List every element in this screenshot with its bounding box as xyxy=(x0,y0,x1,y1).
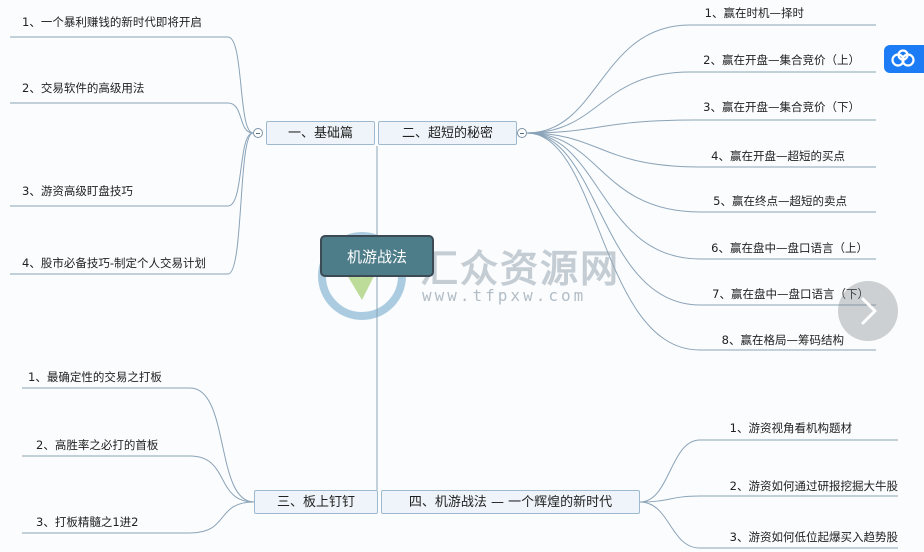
secrets-connector-3 xyxy=(526,119,876,134)
limit-item-3[interactable]: 3、打板精髓之1进2 xyxy=(36,515,139,529)
secrets-connector-5 xyxy=(526,132,876,213)
era-item-2[interactable]: 2、游资如何通过研报挖掘大牛股 xyxy=(729,479,898,493)
watermark-brand: 汇众资源网 xyxy=(420,246,621,291)
secrets-item-5[interactable]: 5、赢在终点—超短的卖点 xyxy=(713,194,847,208)
collapse-basics-icon[interactable] xyxy=(253,128,263,138)
secrets-connector-4 xyxy=(526,132,876,168)
secrets-connector-2 xyxy=(526,71,876,134)
topic-secrets[interactable]: 二、超短的秘密 xyxy=(378,121,517,145)
limit-item-1[interactable]: 1、最确定性的交易之打板 xyxy=(28,370,162,384)
secrets-item-8[interactable]: 8、赢在格局—筹码结构 xyxy=(721,333,844,347)
central-topic[interactable]: 机游战法 xyxy=(320,235,434,277)
era-connector-3 xyxy=(639,501,898,549)
secrets-item-1[interactable]: 1、赢在时机—择时 xyxy=(704,6,804,20)
limit-connector-2 xyxy=(22,455,255,503)
basics-connector-3 xyxy=(10,132,254,207)
secrets-item-6[interactable]: 6、赢在盘中—盘口语言（上） xyxy=(711,241,868,255)
era-connector-2 xyxy=(639,495,898,503)
basics-connector-4 xyxy=(10,132,254,275)
secrets-item-3[interactable]: 3、赢在开盘—集合竞价（下） xyxy=(703,100,860,114)
topic-era[interactable]: 四、机游战法 — 一个辉煌的新时代 xyxy=(381,490,640,514)
limit-item-2[interactable]: 2、高胜率之必打的首板 xyxy=(36,438,159,452)
era-connector-1 xyxy=(639,439,898,503)
basics-item-2[interactable]: 2、交易软件的高级用法 xyxy=(22,81,145,95)
cloud-button[interactable] xyxy=(884,45,924,73)
topic-limit[interactable]: 三、板上钉钉 xyxy=(254,490,378,514)
era-item-1[interactable]: 1、游资视角看机构题材 xyxy=(729,421,852,435)
limit-connector-1 xyxy=(22,387,255,503)
collapse-secrets-icon[interactable] xyxy=(517,128,527,138)
topic-basics[interactable]: 一、基础篇 xyxy=(266,121,375,145)
secrets-item-4[interactable]: 4、赢在开盘—超短的买点 xyxy=(711,149,845,163)
era-item-3[interactable]: 3、游资如何低位起爆买入趋势股 xyxy=(729,530,898,544)
secrets-connector-8 xyxy=(526,132,876,351)
basics-item-3[interactable]: 3、游资高级盯盘技巧 xyxy=(22,184,133,198)
secrets-connector-1 xyxy=(526,24,876,134)
secrets-connector-7 xyxy=(526,132,876,306)
basics-item-1[interactable]: 1、一个暴利赚钱的新时代即将开启 xyxy=(22,15,202,29)
basics-connector-2 xyxy=(10,102,254,134)
chevron-right-icon xyxy=(861,297,877,325)
secrets-connector-6 xyxy=(526,132,876,260)
limit-connector-3 xyxy=(22,501,255,534)
basics-connector-1 xyxy=(10,36,254,134)
next-page-button[interactable] xyxy=(838,281,898,341)
cloud-icon xyxy=(891,49,915,67)
watermark-url: www.tfpxw.com xyxy=(422,286,587,305)
secrets-item-7[interactable]: 7、赢在盘中—盘口语言（下） xyxy=(712,287,869,301)
secrets-item-2[interactable]: 2、赢在开盘—集合竞价（上） xyxy=(703,53,860,67)
basics-item-4[interactable]: 4、股市必备技巧-制定个人交易计划 xyxy=(22,256,206,270)
